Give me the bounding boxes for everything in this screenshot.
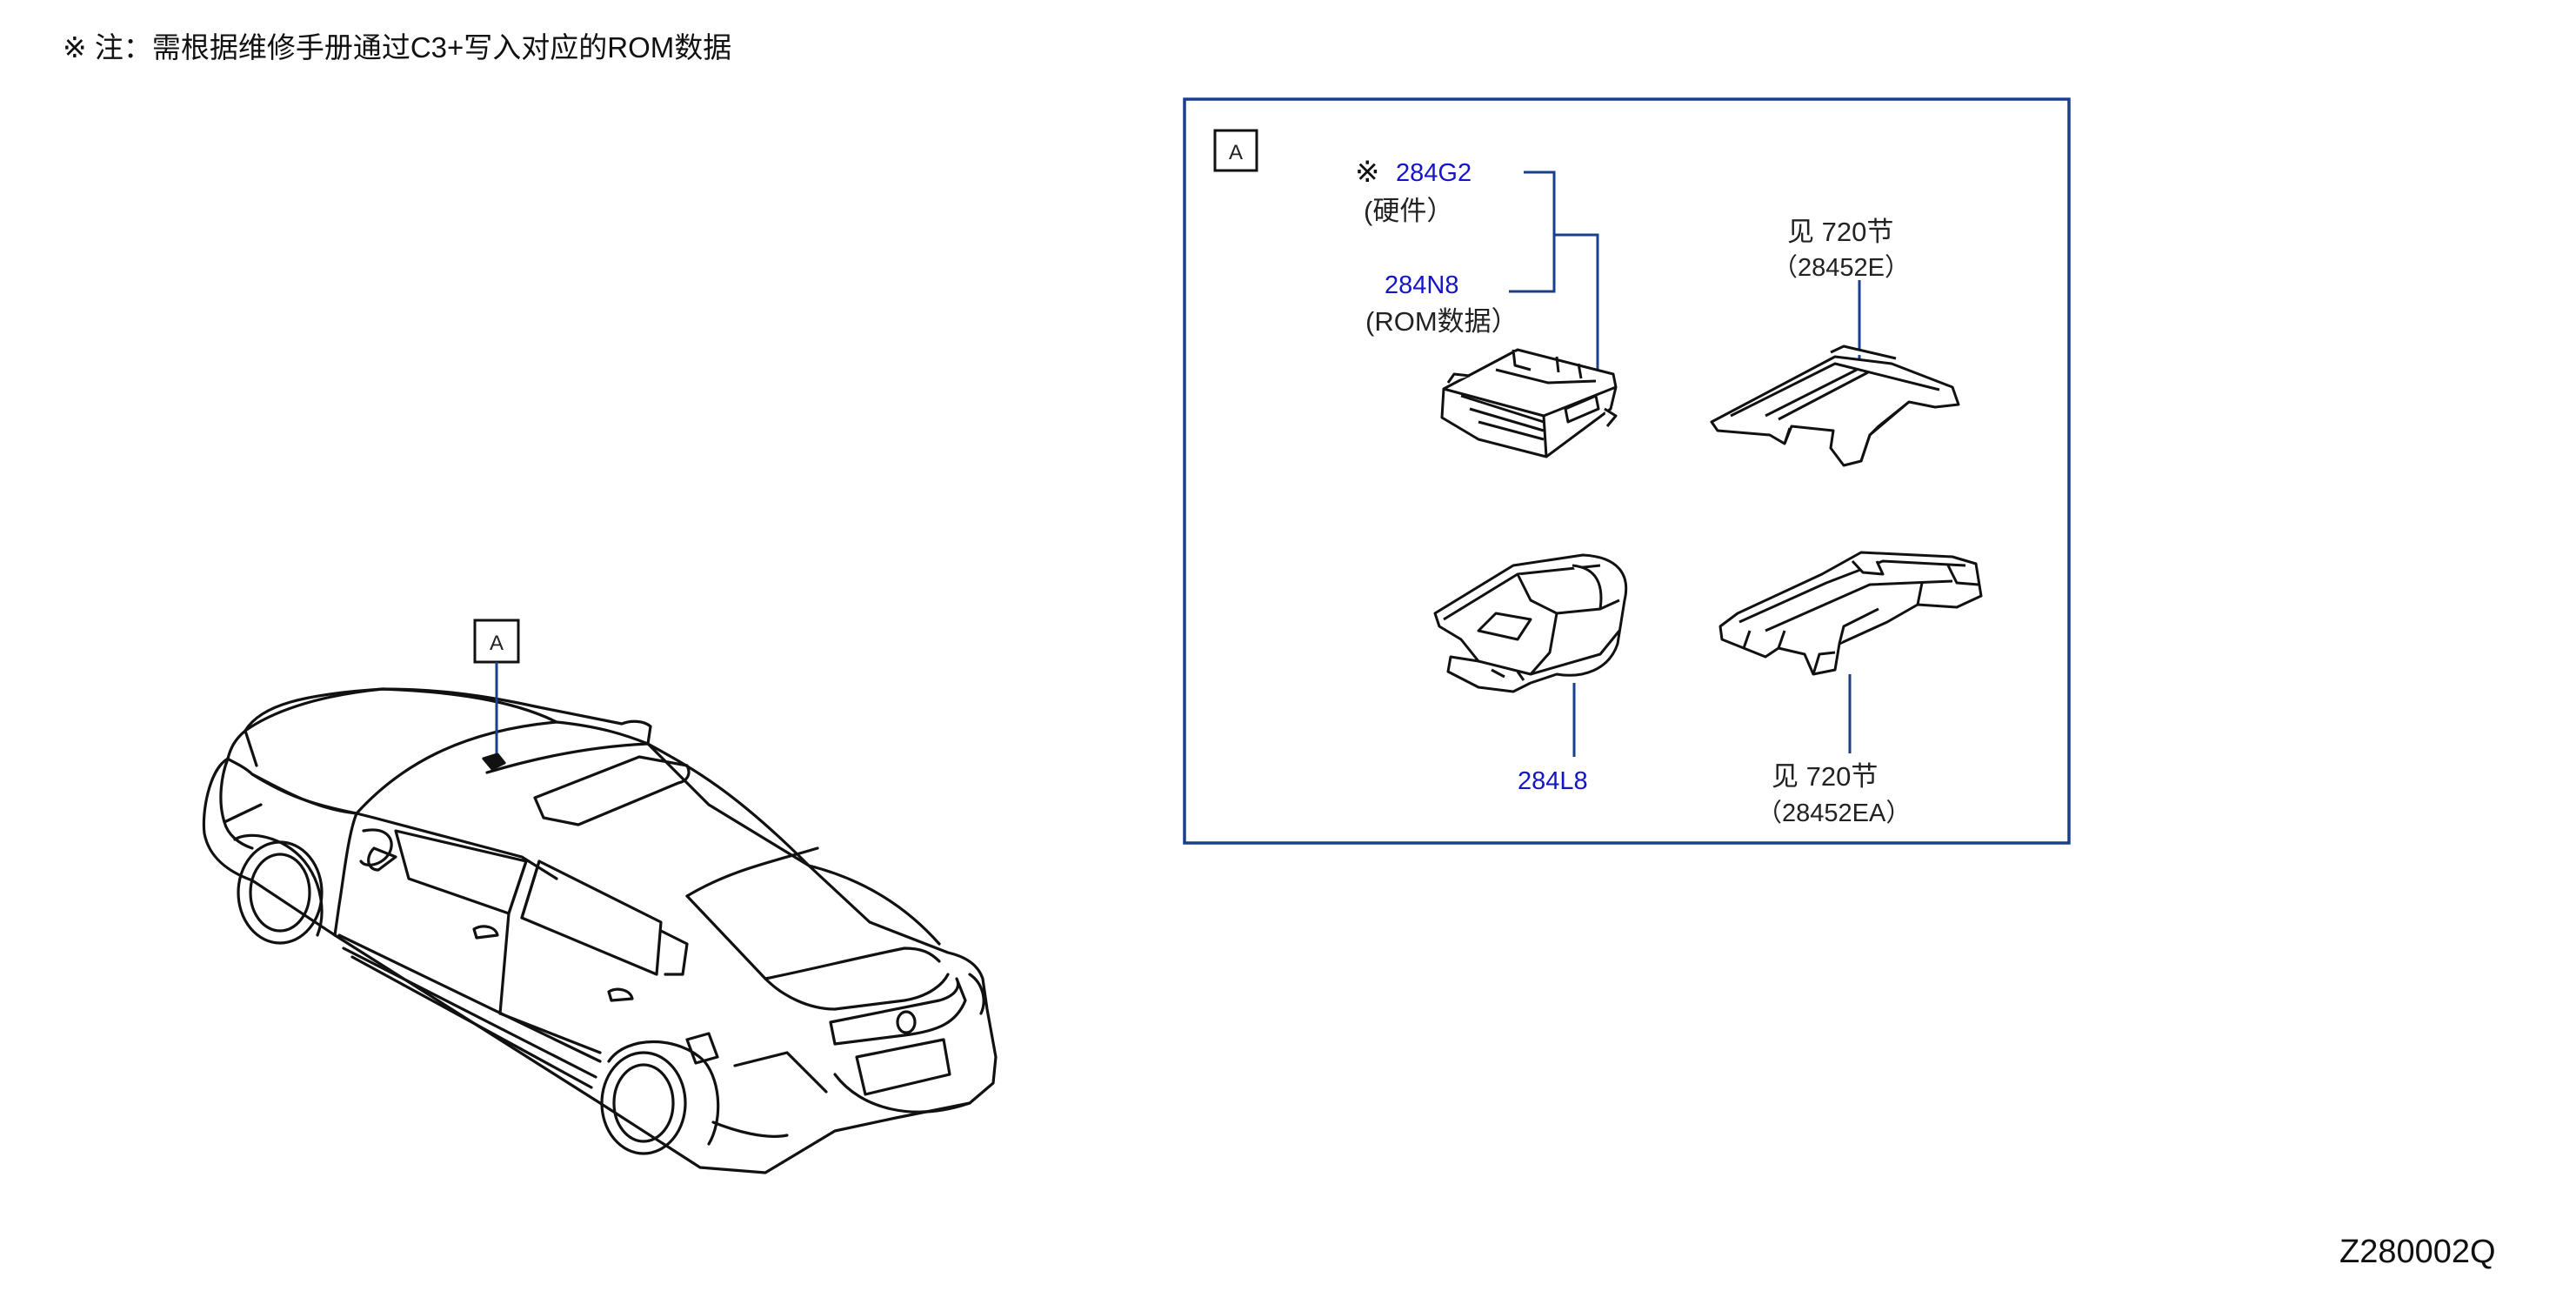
bracket-28452e-drawing [1710,344,1960,467]
detail-label-a: A [1229,141,1243,164]
ecu-module-drawing [1440,348,1618,458]
car-label-a: A [490,632,504,655]
part-284g2-marker: ※ [1355,156,1380,189]
bracket-callout [1509,171,1599,383]
tray-284l8-drawing [1433,553,1628,693]
part-28452e-ref: 见 720节 [1787,217,1893,247]
car-illustration [202,687,998,1174]
part-284l8-number: 284L8 [1518,767,1588,795]
part-28452ea-ref: 见 720节 [1772,761,1878,792]
part-28452e-number: （28452E） [1772,254,1910,282]
part-284n8-number: 284N8 [1385,271,1458,299]
part-284n8-desc: (ROM数据） [1365,306,1518,337]
part-284g2-desc: (硬件） [1364,196,1453,226]
part-284g2-number: 284G2 [1396,159,1472,187]
detail-box: A ※ 284G2 (硬件） 284N8 (ROM数据） 见 720节 （284… [1183,97,2071,845]
note-text: ※ 注：需根据维修手册通过C3+写入对应的ROM数据 [63,31,732,64]
figure-code: Z280002Q [2339,1234,2496,1270]
part-28452ea-number: （28452EA） [1757,799,1911,827]
car-callout: A [473,619,520,753]
bracket-28452ea-drawing [1718,551,1983,676]
